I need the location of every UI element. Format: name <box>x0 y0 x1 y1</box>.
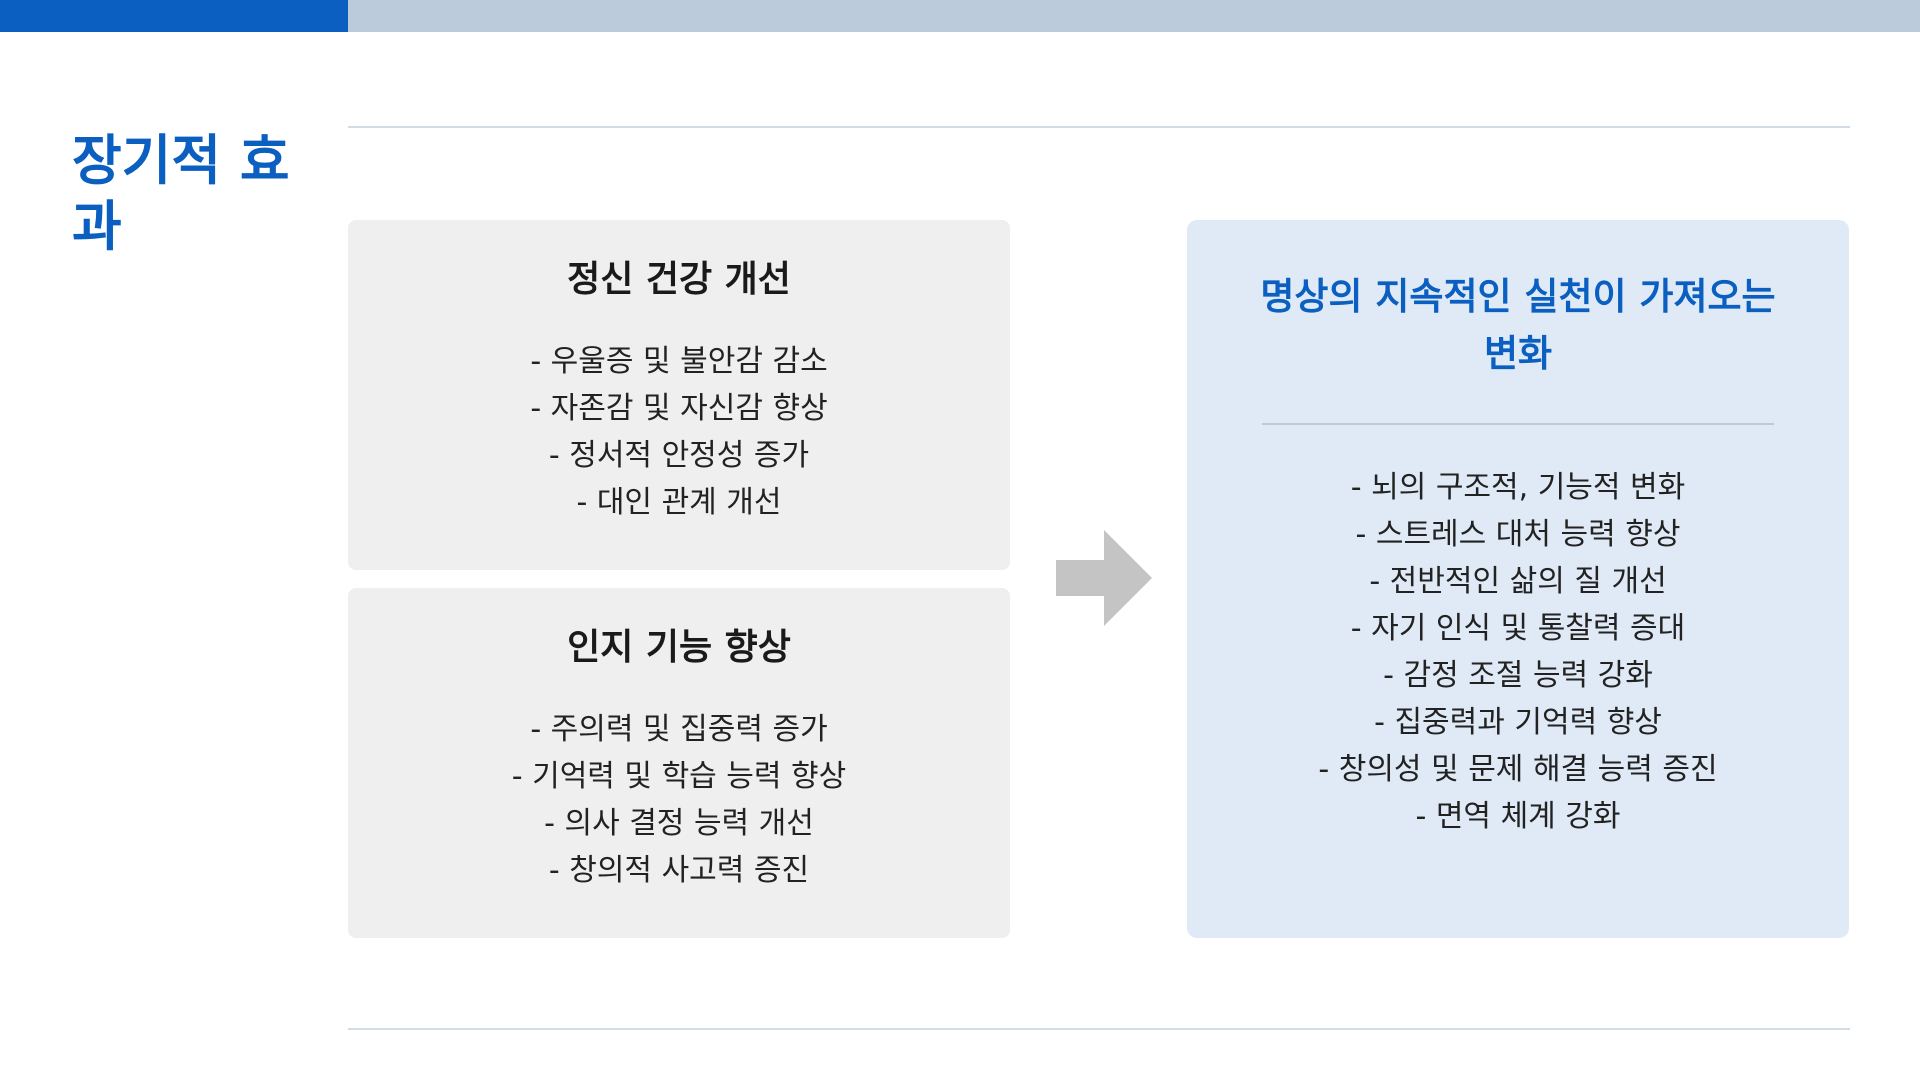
card-list: - 주의력 및 집중력 증가 - 기억력 및 학습 능력 향상 - 의사 결정 … <box>348 706 1010 894</box>
list-item: - 우울증 및 불안감 감소 <box>530 344 828 379</box>
card-cognitive-function: 인지 기능 향상 - 주의력 및 집중력 증가 - 기억력 및 학습 능력 향상… <box>348 588 1010 938</box>
result-panel: 명상의 지속적인 실천이 가져오는 변화 - 뇌의 구조적, 기능적 변화 - … <box>1187 220 1849 938</box>
list-item: - 전반적인 삶의 질 개선 <box>1369 564 1667 599</box>
card-list: - 우울증 및 불안감 감소 - 자존감 및 자신감 향상 - 정서적 안정성 … <box>348 338 1010 526</box>
list-item: - 주의력 및 집중력 증가 <box>530 712 828 747</box>
list-item: - 자존감 및 자신감 향상 <box>530 391 828 426</box>
result-list: - 뇌의 구조적, 기능적 변화 - 스트레스 대처 능력 향상 - 전반적인 … <box>1187 464 1849 840</box>
result-title: 명상의 지속적인 실천이 가져오는 변화 <box>1260 275 1776 375</box>
card-title: 인지 기능 향상 <box>567 627 791 668</box>
card-title: 정신 건강 개선 <box>567 259 791 300</box>
list-item: - 집중력과 기억력 향상 <box>1374 705 1662 740</box>
list-item: - 면역 체계 강화 <box>1415 799 1621 834</box>
card-mental-health: 정신 건강 개선 - 우울증 및 불안감 감소 - 자존감 및 자신감 향상 -… <box>348 220 1010 570</box>
list-item: - 창의적 사고력 증진 <box>548 853 810 888</box>
result-divider <box>1262 423 1774 425</box>
bottom-divider <box>348 1028 1850 1030</box>
list-item: - 대인 관계 개선 <box>576 485 782 520</box>
list-item: - 기억력 및 학습 능력 향상 <box>511 759 847 794</box>
top-bar <box>348 0 1920 32</box>
right-arrow-icon <box>1056 530 1152 626</box>
list-item: - 뇌의 구조적, 기능적 변화 <box>1350 470 1686 505</box>
page-title: 장기적 효과 <box>72 129 290 258</box>
top-bar-accent <box>0 0 348 32</box>
list-item: - 의사 결정 능력 개선 <box>544 806 814 841</box>
list-item: - 정서적 안정성 증가 <box>548 438 810 473</box>
list-item: - 스트레스 대처 능력 향상 <box>1355 517 1681 552</box>
list-item: - 자기 인식 및 통찰력 증대 <box>1350 611 1686 646</box>
list-item: - 창의성 및 문제 해결 능력 증진 <box>1318 752 1718 787</box>
top-divider <box>348 126 1850 128</box>
list-item: - 감정 조절 능력 강화 <box>1383 658 1653 693</box>
